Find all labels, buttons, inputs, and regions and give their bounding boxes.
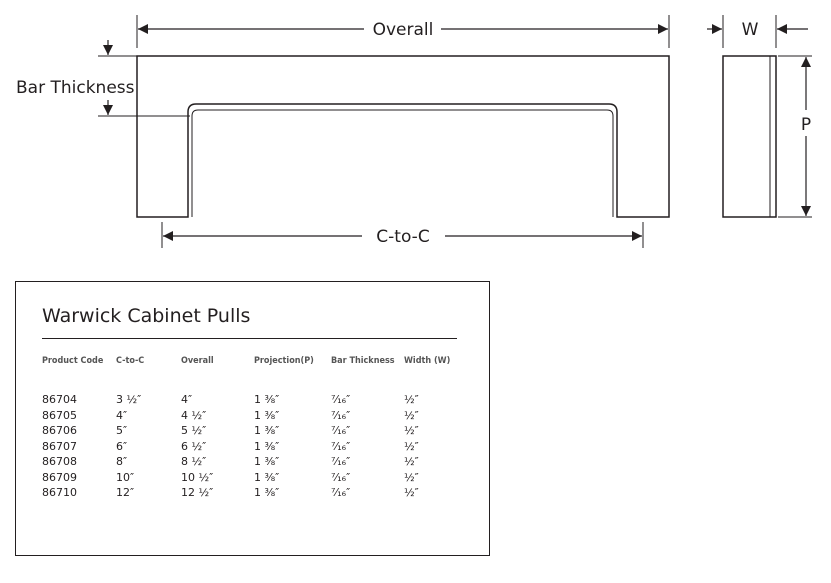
cell-width: ½″ bbox=[404, 470, 419, 484]
pull-dimension-drawing: Overall W Bar Thickness P C-to-C bbox=[12, 15, 812, 248]
cell-width: ½″ bbox=[404, 408, 419, 422]
cell-product-code: 86705 bbox=[42, 408, 77, 422]
cell-product-code: 86708 bbox=[42, 455, 77, 468]
cell-c-to-c: 10″ bbox=[116, 470, 135, 484]
width-label: W bbox=[742, 20, 759, 40]
spec-table: Product Code C-to-C Overall Projection(P… bbox=[42, 356, 459, 501]
cell-c-to-c: 5″ bbox=[116, 424, 128, 437]
pull-inner-edge bbox=[191, 109, 614, 217]
title-divider bbox=[42, 338, 457, 339]
cell-projection: 1 ⅜″ bbox=[254, 486, 280, 499]
cell-width: ½″ bbox=[404, 439, 419, 453]
c-to-c-label: C-to-C bbox=[376, 227, 429, 247]
table-row: 86705 4″ 4 ½″ 1 ⅜″ ⁷⁄₁₆″ ½″ bbox=[42, 408, 459, 424]
cell-width: ½″ bbox=[404, 424, 419, 437]
cell-projection: 1 ⅜″ bbox=[254, 470, 280, 484]
cell-bar-thickness: ⁷⁄₁₆″ bbox=[331, 486, 351, 499]
cell-overall: 6 ½″ bbox=[181, 439, 207, 453]
cell-bar-thickness: ⁷⁄₁₆″ bbox=[331, 408, 351, 422]
cell-bar-thickness: ⁷⁄₁₆″ bbox=[331, 439, 351, 453]
cell-overall: 8 ½″ bbox=[181, 455, 207, 468]
table-row: 86709 10″ 10 ½″ 1 ⅜″ ⁷⁄₁₆″ ½″ bbox=[42, 470, 459, 486]
table-row: 86706 5″ 5 ½″ 1 ⅜″ ⁷⁄₁₆″ ½″ bbox=[42, 423, 459, 439]
cell-product-code: 86706 bbox=[42, 424, 77, 437]
cell-overall: 4 ½″ bbox=[181, 408, 207, 422]
cell-overall: 12 ½″ bbox=[181, 486, 214, 499]
pull-front-view bbox=[136, 55, 670, 218]
cell-bar-thickness: ⁷⁄₁₆″ bbox=[331, 455, 351, 468]
bar-thickness-label: Bar Thickness bbox=[16, 78, 135, 98]
header-product-code: Product Code bbox=[42, 356, 104, 366]
cell-c-to-c: 4″ bbox=[116, 408, 128, 422]
cell-c-to-c: 6″ bbox=[116, 439, 128, 453]
table-row: 86708 8″ 8 ½″ 1 ⅜″ ⁷⁄₁₆″ ½″ bbox=[42, 454, 459, 470]
cell-projection: 1 ⅜″ bbox=[254, 408, 280, 422]
cell-bar-thickness: ⁷⁄₁₆″ bbox=[331, 393, 351, 406]
overall-label: Overall bbox=[373, 20, 434, 40]
cell-bar-thickness: ⁷⁄₁₆″ bbox=[331, 470, 351, 484]
cell-overall: 5 ½″ bbox=[181, 424, 207, 437]
cell-projection: 1 ⅜″ bbox=[254, 455, 280, 468]
cell-product-code: 86710 bbox=[42, 486, 77, 499]
pull-side-view bbox=[722, 55, 777, 218]
cell-c-to-c: 3 ½″ bbox=[116, 393, 142, 406]
cell-width: ½″ bbox=[404, 455, 419, 468]
cell-product-code: 86709 bbox=[42, 470, 77, 484]
spec-card: Warwick Cabinet Pulls Product Code C-to-… bbox=[15, 281, 490, 556]
header-c-to-c: C-to-C bbox=[116, 356, 145, 366]
bar-thickness-label-backdrop bbox=[12, 76, 130, 98]
header-width: Width (W) bbox=[404, 356, 451, 366]
table-header-row: Product Code C-to-C Overall Projection(P… bbox=[42, 356, 459, 392]
cell-c-to-c: 8″ bbox=[116, 455, 128, 468]
cell-c-to-c: 12″ bbox=[116, 486, 135, 499]
header-bar-thickness: Bar Thickness bbox=[331, 356, 395, 366]
cell-projection: 1 ⅜″ bbox=[254, 424, 280, 437]
cell-width: ½″ bbox=[404, 393, 419, 406]
card-title: Warwick Cabinet Pulls bbox=[42, 305, 251, 327]
cell-projection: 1 ⅜″ bbox=[254, 439, 280, 453]
cell-projection: 1 ⅜″ bbox=[254, 393, 280, 406]
projection-label: P bbox=[801, 115, 811, 135]
cell-product-code: 86707 bbox=[42, 439, 77, 453]
table-row: 86710 12″ 12 ½″ 1 ⅜″ ⁷⁄₁₆″ ½″ bbox=[42, 485, 459, 501]
cell-overall: 4″ bbox=[181, 393, 193, 406]
table-row: 86704 3 ½″ 4″ 1 ⅜″ ⁷⁄₁₆″ ½″ bbox=[42, 392, 459, 408]
cell-overall: 10 ½″ bbox=[181, 470, 214, 484]
header-projection: Projection(P) bbox=[254, 356, 314, 366]
table-row: 86707 6″ 6 ½″ 1 ⅜″ ⁷⁄₁₆″ ½″ bbox=[42, 439, 459, 455]
cell-width: ½″ bbox=[404, 486, 419, 499]
header-overall: Overall bbox=[181, 356, 214, 366]
cell-bar-thickness: ⁷⁄₁₆″ bbox=[331, 424, 351, 437]
cell-product-code: 86704 bbox=[42, 393, 77, 406]
